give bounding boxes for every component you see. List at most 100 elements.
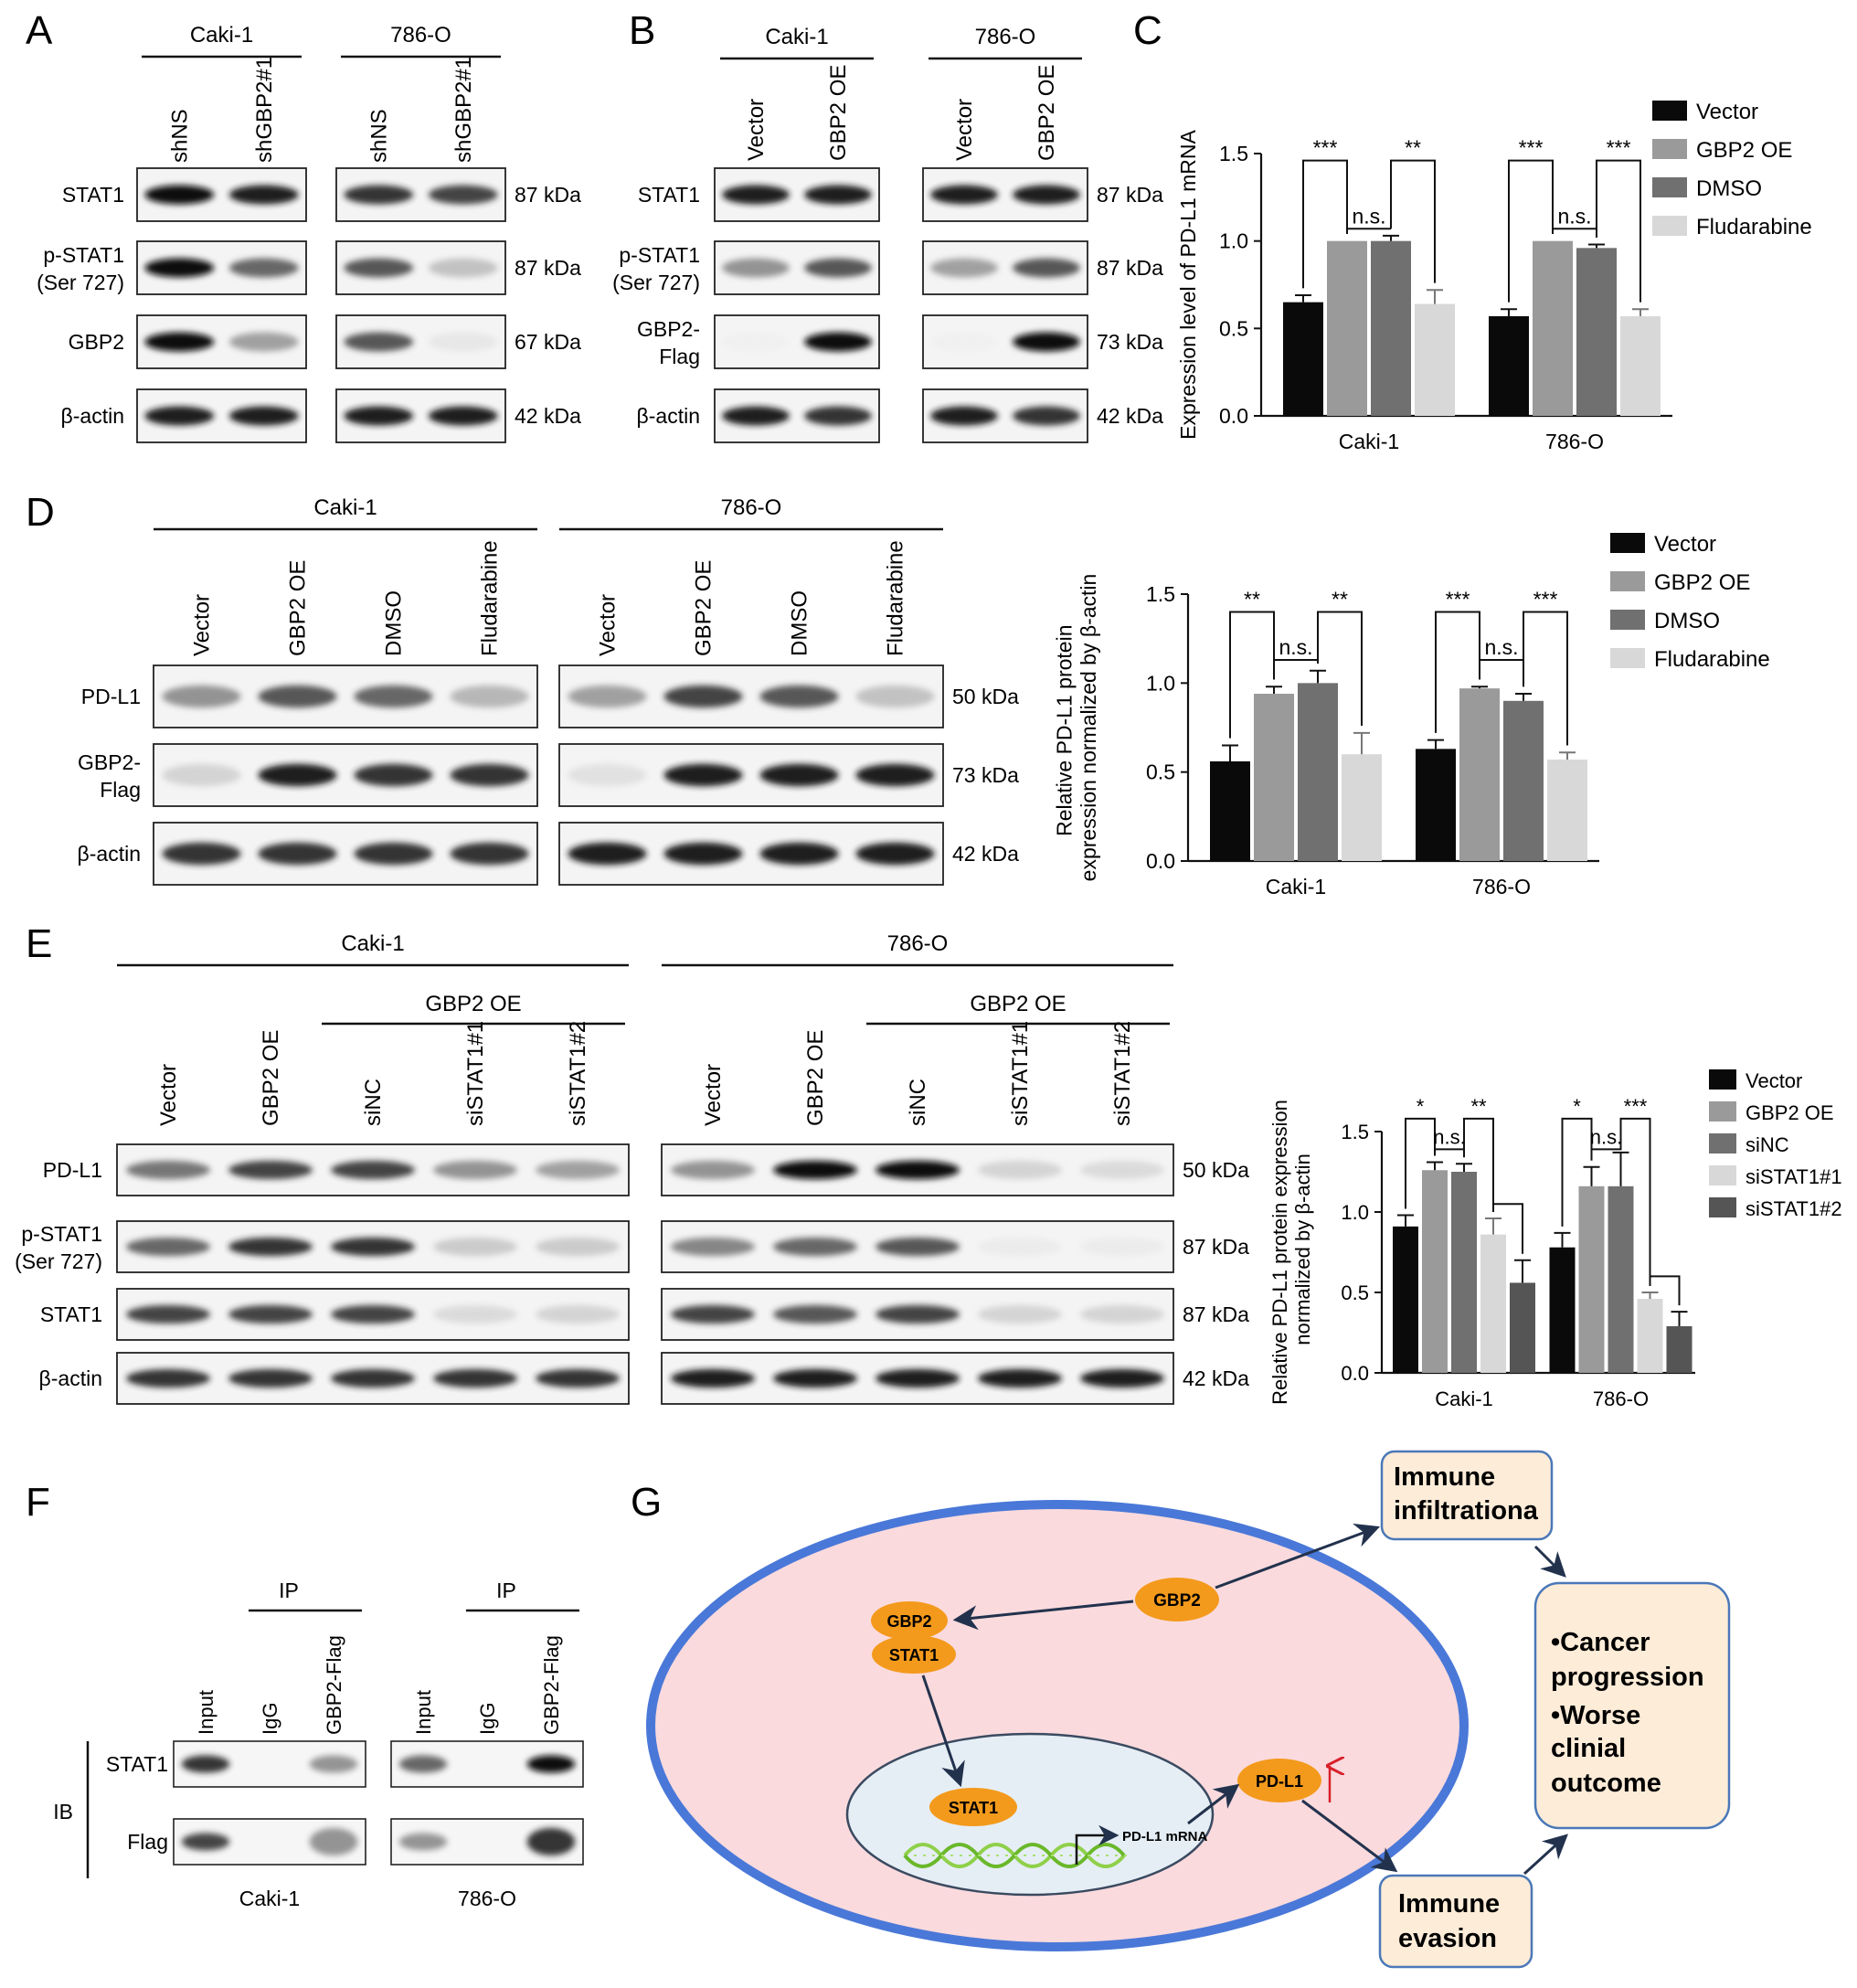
lane-label: IgG bbox=[476, 1703, 499, 1735]
significance-label: ** bbox=[1244, 587, 1260, 611]
blot-band bbox=[354, 685, 433, 708]
lane-label: shGBP2#1 bbox=[252, 57, 277, 163]
blot-band bbox=[428, 406, 498, 426]
lane-label: DMSO bbox=[788, 590, 812, 656]
outcome-line4: clinial bbox=[1551, 1734, 1626, 1763]
legend-swatch bbox=[1709, 1197, 1736, 1217]
panel-letter-d: D bbox=[26, 490, 55, 535]
blot-band bbox=[759, 685, 839, 708]
lane-label: GBP2 OE bbox=[826, 65, 851, 161]
outcome-line5: outcome bbox=[1551, 1769, 1661, 1798]
blot-band bbox=[144, 258, 215, 278]
blot-band bbox=[126, 1304, 210, 1324]
significance-label: *** bbox=[1313, 136, 1338, 160]
dna-helix bbox=[903, 1843, 1133, 1868]
blot-band bbox=[568, 685, 647, 708]
bar bbox=[1459, 688, 1500, 861]
blot-band bbox=[804, 185, 872, 205]
y-tick-label: 0.0 bbox=[1341, 1362, 1369, 1385]
blot-band bbox=[181, 1833, 230, 1851]
outcome-line3: •Worse bbox=[1551, 1701, 1640, 1730]
ip-label: IP bbox=[279, 1579, 299, 1602]
kda-label: 50 kDa bbox=[1183, 1158, 1249, 1182]
panel-letter-e: E bbox=[26, 921, 52, 966]
blot-band bbox=[344, 258, 414, 278]
gbp2-molecule bbox=[1135, 1578, 1219, 1621]
row-label: STAT1 bbox=[62, 183, 124, 207]
blot-band bbox=[144, 332, 215, 352]
blot-band bbox=[1080, 1304, 1164, 1324]
lane-label: Input bbox=[195, 1690, 218, 1735]
row-label: Flag bbox=[659, 345, 700, 368]
blot-band bbox=[875, 1237, 960, 1257]
blot-band bbox=[1013, 332, 1080, 352]
arrow-gbp2-to-complex bbox=[952, 1600, 1134, 1631]
cell-line-label: Caki-1 bbox=[239, 1887, 300, 1910]
legend-label: Vector bbox=[1746, 1069, 1802, 1092]
blot-band bbox=[759, 763, 839, 787]
bar bbox=[1576, 248, 1617, 416]
blot-band bbox=[671, 1237, 755, 1257]
blot-band bbox=[331, 1368, 415, 1388]
legend-swatch bbox=[1709, 1165, 1736, 1185]
complex-stat1 bbox=[872, 1635, 956, 1674]
bar bbox=[1666, 1325, 1693, 1373]
bar bbox=[1578, 1185, 1605, 1373]
significance-bracket bbox=[1390, 159, 1436, 283]
significance-label: n.s. bbox=[1279, 635, 1312, 659]
significance-bracket bbox=[1492, 1203, 1523, 1254]
significance-bracket bbox=[1596, 159, 1641, 303]
blot-band bbox=[978, 1237, 1062, 1257]
bar bbox=[1416, 749, 1456, 861]
blot-band bbox=[663, 842, 743, 866]
y-tick-label: 1.5 bbox=[1146, 582, 1175, 606]
bar bbox=[1422, 1170, 1448, 1373]
blot-band bbox=[804, 406, 872, 426]
blot-band bbox=[162, 842, 241, 866]
row-label: GBP2- bbox=[637, 317, 700, 341]
significance-label: * bbox=[1417, 1095, 1425, 1118]
x-tick-label: 786-O bbox=[1593, 1387, 1649, 1410]
group-label: Caki-1 bbox=[313, 495, 377, 520]
x-tick-label: Caki-1 bbox=[1266, 875, 1326, 898]
row-label: β-actin bbox=[39, 1366, 102, 1390]
nuclear-stat1 bbox=[929, 1788, 1017, 1826]
blot-band bbox=[722, 332, 790, 352]
x-tick-label: Caki-1 bbox=[1339, 430, 1399, 453]
blot-band bbox=[722, 185, 790, 205]
lane-label: GBP2-Flag bbox=[323, 1635, 345, 1735]
blot-band bbox=[331, 1237, 415, 1257]
blot-band bbox=[978, 1304, 1062, 1324]
legend-swatch bbox=[1652, 139, 1687, 159]
blot-band bbox=[344, 332, 414, 352]
significance-label: *** bbox=[1624, 1095, 1648, 1118]
blot-band bbox=[536, 1237, 620, 1257]
blot-band bbox=[398, 1755, 448, 1773]
blot-band bbox=[1013, 406, 1080, 426]
significance-bracket bbox=[1619, 1117, 1651, 1286]
row-label: PD-L1 bbox=[81, 685, 141, 708]
blot-band bbox=[773, 1237, 857, 1257]
blot-band bbox=[930, 332, 998, 352]
lane-label: Vector bbox=[952, 99, 977, 161]
blot-band bbox=[228, 1368, 313, 1388]
significance-bracket bbox=[1561, 1117, 1593, 1227]
kda-label: 87 kDa bbox=[515, 183, 581, 207]
panel-letter-a: A bbox=[26, 8, 53, 53]
kda-label: 73 kDa bbox=[952, 763, 1019, 787]
bar bbox=[1620, 315, 1661, 416]
bar bbox=[1480, 1234, 1506, 1373]
legend-swatch bbox=[1610, 571, 1645, 591]
legend-label: GBP2 OE bbox=[1654, 570, 1750, 595]
blot-band bbox=[228, 185, 299, 205]
blot-band bbox=[773, 1304, 857, 1324]
panel-letter-f: F bbox=[26, 1480, 50, 1525]
bar bbox=[1547, 760, 1587, 861]
legend-swatch bbox=[1709, 1101, 1736, 1122]
legend-swatch bbox=[1652, 101, 1687, 121]
row-label: (Ser 727) bbox=[37, 271, 124, 294]
kda-label: 87 kDa bbox=[1183, 1302, 1249, 1326]
lane-label: IgG bbox=[259, 1703, 281, 1735]
